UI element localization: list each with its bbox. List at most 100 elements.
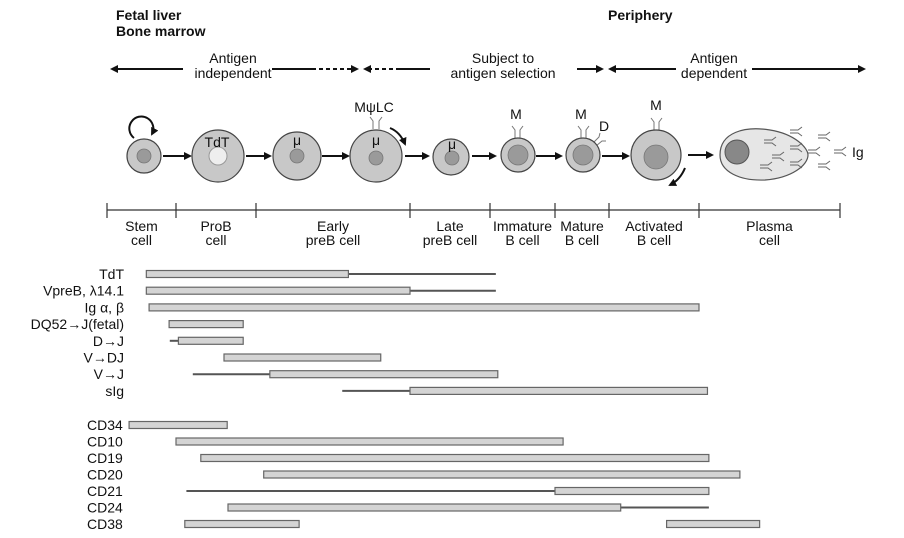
marker-row: CD24 — [87, 500, 709, 516]
igm-receptor-icon — [650, 117, 663, 130]
igm-igd-receptor-icon — [577, 125, 606, 147]
stage-label: cell — [205, 232, 226, 248]
marker-row: CD21 — [87, 483, 710, 499]
header-bone-marrow: Bone marrow — [116, 23, 206, 39]
marker-row: CD19 — [87, 450, 710, 466]
marker-label: CD21 — [87, 483, 123, 499]
marker-label: VpreB, λ14.1 — [43, 283, 124, 299]
expression-bar — [145, 286, 411, 295]
marker-label: CD19 — [87, 450, 123, 466]
stage-label: Early — [317, 218, 349, 234]
expression-bar — [665, 519, 761, 529]
marker-row: CD34 — [87, 417, 228, 433]
stage-label: Immature — [493, 218, 552, 234]
immature-b-cell: M — [500, 106, 536, 173]
stage-label: ProB — [200, 218, 231, 234]
marker-row: V→DJ — [84, 350, 382, 366]
igm-receptor-icon — [511, 125, 524, 138]
stage-label: cell — [131, 232, 152, 248]
phase-antigen-independent: Antigen independent — [110, 50, 359, 81]
expression-bar — [168, 320, 244, 329]
self-renewal-arrow-icon — [128, 115, 159, 139]
proliferation-arrow-icon — [389, 127, 407, 146]
expression-bar — [177, 336, 244, 345]
expression-bar — [145, 269, 350, 279]
early-preb-cell-1: μ — [272, 131, 322, 181]
marker-row: CD20 — [87, 467, 741, 483]
stage-label: Mature — [560, 218, 604, 234]
expression-bar — [200, 453, 710, 463]
prob-cell: TdT — [191, 129, 245, 183]
stage-label: Late — [436, 218, 463, 234]
marker-row: CD10 — [87, 434, 564, 450]
phase-label: Antigen — [209, 50, 256, 66]
expression-bar — [554, 486, 710, 496]
marker-label: DQ52→J(fetal) — [31, 316, 124, 332]
marker-label: Ig α, β — [85, 299, 125, 315]
marker-row: Ig α, β — [85, 299, 700, 315]
mu-label: μ — [293, 132, 301, 148]
expression-bar — [175, 437, 564, 446]
marker-row: sIg — [105, 383, 709, 399]
header-periphery: Periphery — [608, 7, 673, 23]
mature-b-cell: M D — [565, 106, 609, 173]
pre-bcr-receptor-icon — [369, 116, 383, 129]
marker-row: CD38 — [87, 516, 761, 532]
stage-label: B cell — [505, 232, 539, 248]
stage-label: B cell — [565, 232, 599, 248]
plasma-cell: Ig — [719, 126, 864, 181]
expression-bar — [227, 503, 622, 512]
expression-bar — [409, 386, 709, 395]
marker-label: CD24 — [87, 500, 123, 516]
phase-label: antigen selection — [450, 65, 555, 81]
activated-b-cell: M — [630, 97, 686, 186]
marker-row: DQ52→J(fetal) — [31, 316, 244, 332]
stage-label: Activated — [625, 218, 683, 234]
expression-bar — [223, 353, 382, 362]
phase-label: Antigen — [690, 50, 737, 66]
igm-label: M — [510, 106, 522, 122]
expression-bar — [263, 470, 741, 479]
expression-bar — [184, 519, 300, 529]
tdt-label: TdT — [205, 134, 230, 150]
igm-label: M — [575, 106, 587, 122]
expression-bar — [148, 303, 700, 312]
stage-label: cell — [759, 232, 780, 248]
early-preb-cell-2: MψLC μ — [349, 99, 407, 183]
marker-label: V→DJ — [84, 350, 124, 366]
secreted-immunoglobulin-icons — [760, 126, 847, 172]
stage-label: Plasma — [746, 218, 793, 234]
marker-label: CD34 — [87, 417, 123, 433]
igm-label: M — [650, 97, 662, 113]
mu-label: μ — [448, 136, 456, 152]
marker-label: CD10 — [87, 434, 123, 450]
expression-bar — [128, 420, 228, 430]
marker-label: V→J — [94, 366, 124, 382]
ig-label: Ig — [852, 144, 864, 160]
stem-cell — [126, 115, 162, 174]
stage-label: preB cell — [423, 232, 477, 248]
marker-row: VpreB, λ14.1 — [43, 283, 496, 299]
proliferation-arrow-icon — [668, 167, 686, 186]
phase-label: dependent — [681, 65, 747, 81]
stage-label: Stem — [125, 218, 158, 234]
stage-label: B cell — [637, 232, 671, 248]
phase-label: Subject to — [472, 50, 534, 66]
header-fetal-liver: Fetal liver — [116, 7, 182, 23]
marker-row: D→J — [93, 333, 244, 349]
expression-bar — [269, 370, 499, 379]
marker-row: TdT — [99, 266, 496, 282]
igd-label: D — [599, 118, 609, 134]
late-preb-cell: μ — [432, 136, 470, 176]
phase-label: independent — [194, 65, 271, 81]
marker-row: V→J — [94, 366, 499, 382]
mu-label: μ — [372, 132, 380, 148]
marker-label: CD20 — [87, 467, 123, 483]
marker-label: sIg — [105, 383, 124, 399]
phase-antigen-dependent: Antigen dependent — [608, 50, 866, 81]
marker-label: D→J — [93, 333, 124, 349]
stage-label: preB cell — [306, 232, 360, 248]
